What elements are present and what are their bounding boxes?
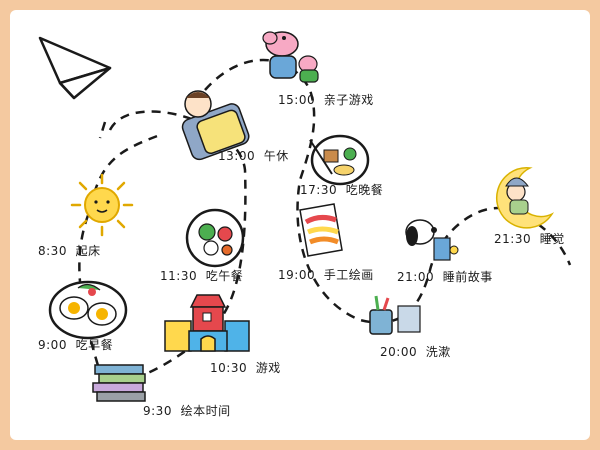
drawing-paper-icon (299, 203, 343, 257)
item-1-label: 9:00 吃早餐 (38, 338, 114, 352)
item-0-label: 8:30 起床 (38, 244, 101, 258)
item-9-label: 20:00 洗漱 (380, 345, 451, 359)
schedule-card: 8:30 起床 9:00 吃早餐 9:30 绘本时间 10:30 游戏 11:3… (10, 10, 590, 440)
illustration-layer (38, 31, 572, 402)
item-4-label: 11:30 吃午餐 (160, 269, 244, 283)
dashed-route-path-2 (204, 58, 572, 324)
lunch-plate-icon (185, 208, 245, 268)
peppa-pig-icon (262, 31, 319, 83)
item-5-label: 13:00 午休 (218, 149, 289, 163)
moon-baby-icon (495, 167, 555, 229)
item-11-label: 21:30 睡觉 (494, 232, 565, 246)
item-2-label: 9:30 绘本时间 (143, 404, 231, 418)
sun-icon (70, 173, 134, 237)
item-3-label: 10:30 游戏 (210, 361, 281, 375)
item-7-label: 17:30 吃晚餐 (300, 183, 384, 197)
castle-icon (164, 294, 250, 352)
paper-plane-icon (38, 36, 112, 100)
dinner-plate-icon (309, 134, 370, 186)
sleeping-child-icon (181, 90, 250, 161)
snoopy-icon (405, 219, 459, 261)
dashed-route-path-3 (98, 121, 107, 139)
item-6-label: 15:00 亲子游戏 (278, 93, 374, 107)
toothbrush-cup-icon (369, 295, 421, 335)
item-8-label: 19:00 手工绘画 (278, 268, 374, 282)
books-icon (92, 364, 146, 402)
eggs-plate-icon (48, 280, 128, 340)
item-10-label: 21:00 睡前故事 (397, 270, 493, 284)
